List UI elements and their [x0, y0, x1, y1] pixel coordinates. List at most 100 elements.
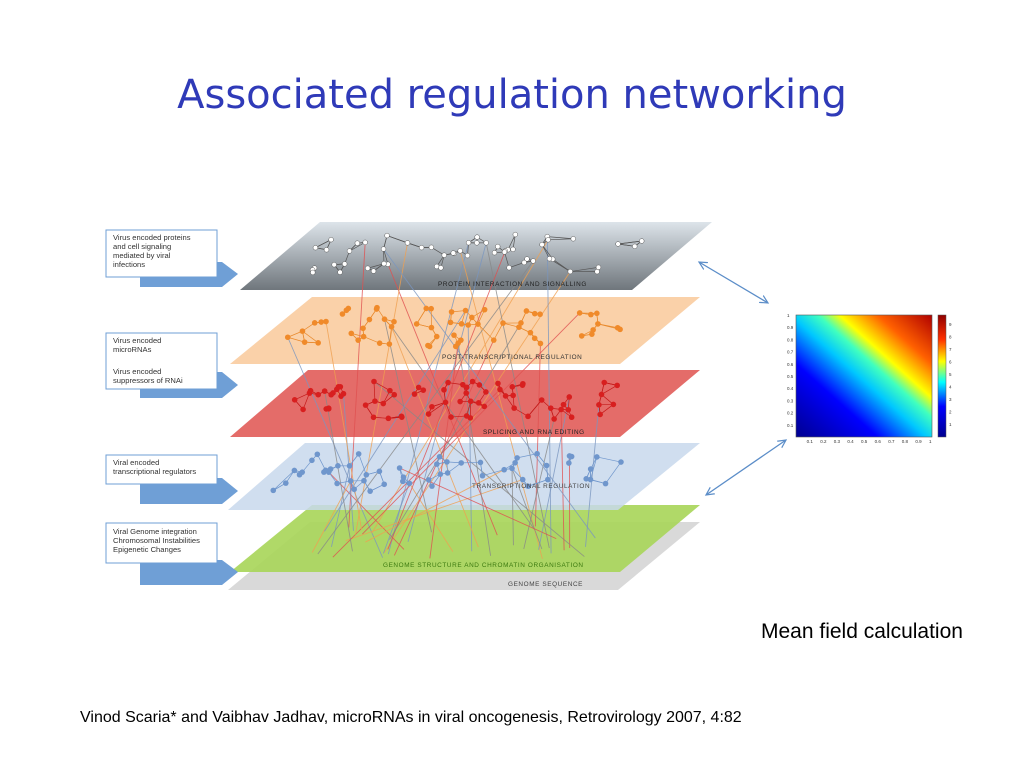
inter-layer-link: [387, 264, 498, 536]
inter-layer-link: [345, 479, 523, 541]
inter-layer-link: [407, 242, 487, 543]
network-node: [465, 322, 471, 328]
network-node: [448, 309, 455, 315]
network-layers: [228, 222, 712, 590]
heatmap-x-tick: 0.3: [834, 439, 841, 444]
heatmap-y-tick: 0.1: [787, 423, 794, 428]
network-node: [501, 249, 508, 255]
network-edge: [302, 330, 319, 344]
layer-transcriptional: [228, 443, 700, 510]
network-edge: [596, 456, 622, 463]
network-node: [348, 330, 355, 337]
annotation-line: Epigenetic Changes: [113, 545, 181, 554]
network-edge: [367, 263, 385, 269]
network-node: [366, 316, 373, 323]
network-node: [537, 340, 544, 347]
network-node: [462, 307, 469, 314]
annotation-line: mediated by viral: [113, 251, 171, 260]
inter-layer-link: [365, 469, 505, 543]
network-node: [598, 391, 605, 398]
inter-layer-link: [324, 310, 466, 532]
network-edge: [517, 453, 538, 459]
heatmap-x-tick: 0.4: [847, 439, 854, 444]
network-node: [309, 457, 315, 464]
annotation-pointer-arrow: [140, 560, 238, 585]
network-edge: [601, 385, 618, 395]
inter-layer-links: [287, 236, 600, 559]
inter-layer-link: [511, 468, 514, 546]
layer-protein: [240, 222, 712, 290]
network-node: [388, 323, 395, 330]
network-node: [451, 332, 457, 338]
network-node: [425, 477, 432, 483]
network-node: [595, 321, 601, 327]
network-node: [385, 415, 392, 422]
heatmap-y-tick: 0.5: [787, 374, 794, 379]
network-edge: [428, 402, 446, 415]
inter-layer-link: [560, 409, 565, 551]
colorbar-tick: 9: [949, 322, 952, 327]
network-node: [479, 472, 486, 479]
annotation-line: infections: [113, 260, 145, 269]
layer-label-protein: PROTEIN INTERACTION AND SIGNALLING: [438, 281, 587, 288]
network-edge: [590, 456, 598, 480]
heatmap-x-tick: 0.1: [807, 439, 814, 444]
heatmap-x-tick: 0.7: [888, 439, 895, 444]
network-node: [423, 305, 430, 312]
network-edge: [315, 239, 332, 249]
network-node: [615, 241, 621, 247]
network-node: [442, 399, 449, 406]
network-node: [315, 391, 322, 398]
network-node: [426, 343, 433, 350]
network-node: [497, 386, 503, 393]
inter-layer-link: [371, 239, 549, 534]
heatmap-x-tick: 0.9: [915, 439, 922, 444]
annotation-line: Chromosomal Instabilities: [113, 536, 200, 545]
network-node: [307, 387, 314, 394]
network-node: [519, 476, 526, 483]
network-edge: [349, 242, 366, 252]
inter-layer-link: [457, 343, 492, 556]
network-node: [420, 387, 427, 393]
network-node: [291, 467, 298, 474]
network-node: [457, 398, 463, 405]
network-node: [340, 390, 347, 397]
network-node: [501, 466, 507, 473]
inter-layer-link: [311, 480, 352, 553]
network-node: [495, 243, 501, 250]
network-node: [527, 329, 534, 336]
network-node: [525, 483, 531, 490]
network-node: [565, 406, 572, 413]
network-node: [444, 459, 450, 465]
annotation-microrna: Virus encoded microRNAs Virus encoded su…: [105, 332, 238, 398]
annotation-line: microRNAs: [113, 345, 152, 354]
network-edge: [287, 336, 305, 343]
network-node: [299, 328, 306, 334]
heatmap-caption: Mean field calculation: [761, 620, 963, 643]
network-node: [441, 252, 447, 258]
inter-layer-link: [429, 343, 459, 559]
inter-layer-link: [383, 248, 596, 539]
network-node: [415, 384, 422, 391]
network-node: [321, 469, 327, 475]
network-node: [509, 465, 515, 472]
annotation-protein: Virus encoded proteins and cell signalin…: [105, 229, 238, 287]
network-node: [339, 311, 346, 317]
network-node: [376, 340, 383, 346]
network-node: [463, 384, 470, 391]
colorbar-tick: 1: [949, 422, 952, 427]
network-node: [590, 327, 596, 333]
network-node: [428, 305, 435, 312]
double-arrow-lower: [706, 440, 786, 495]
inter-layer-link: [546, 236, 552, 554]
network-node: [558, 406, 564, 413]
network-node: [381, 316, 388, 323]
network-node: [429, 403, 435, 410]
network-node: [518, 320, 524, 326]
annotation-genome: Viral Genome integration Chromosomal Ins…: [105, 522, 238, 585]
network-node: [334, 480, 340, 487]
network-node: [530, 258, 536, 264]
network-node: [491, 250, 498, 256]
network-node: [404, 240, 411, 246]
